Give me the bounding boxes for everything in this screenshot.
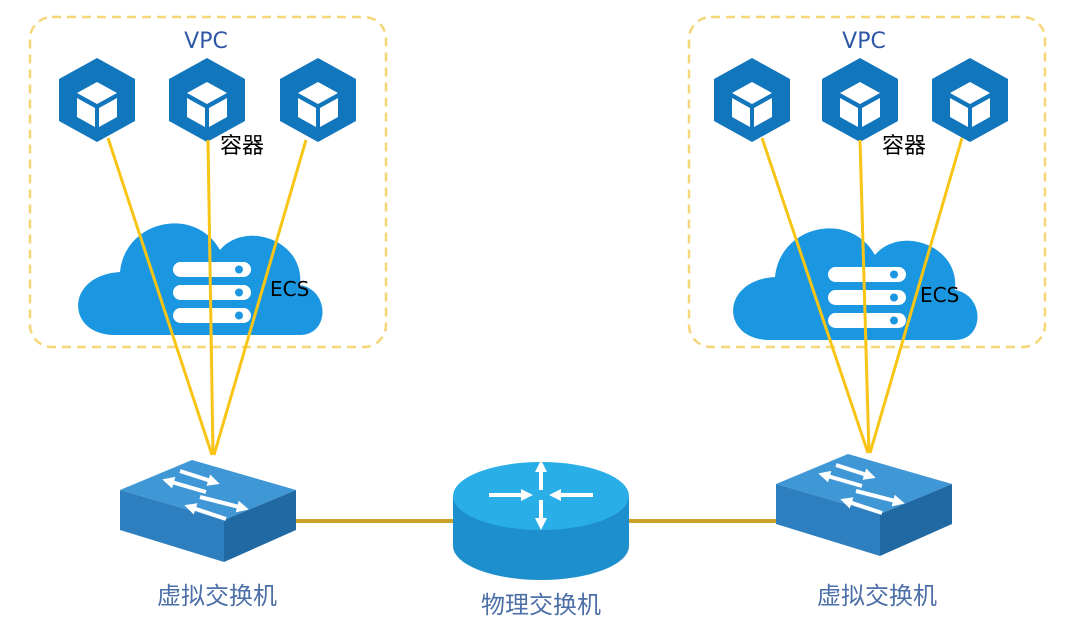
- left-virtual-switch-icon: [120, 460, 296, 562]
- left-container-label: 容器: [220, 134, 264, 159]
- left-vpc-boundary: [28, 15, 388, 349]
- left-switch-label: 虚拟交换机: [157, 582, 277, 610]
- physical-switch-icon: [453, 460, 629, 580]
- physical-switch-label: 物理交换机: [481, 591, 601, 619]
- right-connectors: [760, 137, 964, 454]
- right-vpc-boundary: [687, 15, 1047, 349]
- right-container-label: 容器: [882, 134, 926, 159]
- right-switch-label: 虚拟交换机: [817, 582, 937, 610]
- right-vpc-title: VPC: [842, 29, 886, 54]
- left-container-icon-1: [59, 58, 135, 142]
- left-container-icon-3: [280, 58, 356, 142]
- left-container-icon-2: [169, 58, 245, 142]
- left-ecs-label: ECS: [270, 277, 309, 301]
- left-vpc-title: VPC: [184, 29, 228, 54]
- right-container-icon-3: [932, 58, 1008, 142]
- right-virtual-switch-icon: [776, 454, 952, 556]
- right-ecs-label: ECS: [920, 283, 959, 307]
- left-connectors: [106, 137, 308, 456]
- right-container-icon-1: [714, 58, 790, 142]
- right-container-icon-2: [822, 58, 898, 142]
